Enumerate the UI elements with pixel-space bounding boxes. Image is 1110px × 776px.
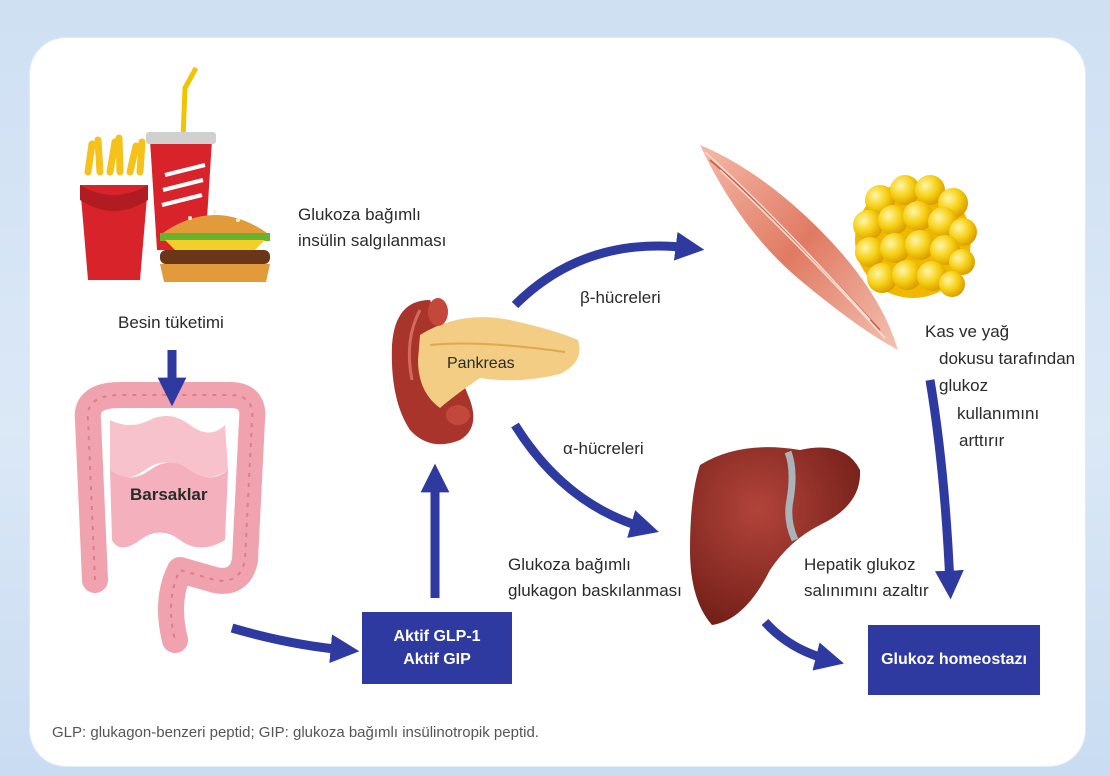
arrow-liver-to-homeostasis xyxy=(765,622,830,660)
food-illustration xyxy=(80,68,270,282)
insulin-secretion-line2: insülin salgılanması xyxy=(298,228,446,254)
food-consumption-label: Besin tüketimi xyxy=(118,310,224,336)
fat-illustration xyxy=(853,175,977,298)
insulin-secretion-line1: Glukoza bağımlı xyxy=(298,202,446,228)
muscle-fat-line2: dokusu tarafından xyxy=(925,345,1075,372)
muscle-fat-line1: Kas ve yağ xyxy=(925,318,1075,345)
muscle-fat-label: Kas ve yağ dokusu tarafından glukoz kull… xyxy=(925,318,1075,454)
alpha-cells-label: α-hücreleri xyxy=(563,436,644,462)
hepatic-line2: salınımını azaltır xyxy=(804,578,929,604)
glucagon-line2: glukagon baskılanması xyxy=(508,578,682,604)
muscle-fat-line4: kullanımını xyxy=(925,400,1075,427)
glucagon-line1: Glukoza bağımlı xyxy=(508,552,682,578)
intestines-label: Barsaklar xyxy=(130,482,208,508)
muscle-fat-line5: arttırır xyxy=(925,427,1075,454)
glucose-homeostasis-box: Glukoz homeostazı xyxy=(868,625,1040,695)
footnote: GLP: glukagon-benzeri peptid; GIP: gluko… xyxy=(52,724,539,741)
glucagon-suppression-label: Glukoza bağımlı glukagon baskılanması xyxy=(508,552,682,605)
hepatic-glucose-label: Hepatik glukoz salınımını azaltır xyxy=(804,552,929,605)
pancreas-label: Pankreas xyxy=(447,352,515,377)
arrow-intestine-to-glp xyxy=(232,628,345,650)
gip-line: Aktif GIP xyxy=(403,648,471,671)
intestine-illustration xyxy=(88,395,253,640)
muscle-fat-line3: glukoz xyxy=(925,372,1075,399)
glp-line: Aktif GLP-1 xyxy=(393,625,480,648)
insulin-secretion-label: Glukoza bağımlı insülin salgılanması xyxy=(298,202,446,255)
glp-gip-box: Aktif GLP-1 Aktif GIP xyxy=(362,612,512,684)
hepatic-line1: Hepatik glukoz xyxy=(804,552,929,578)
beta-cells-label: β-hücreleri xyxy=(580,285,661,311)
